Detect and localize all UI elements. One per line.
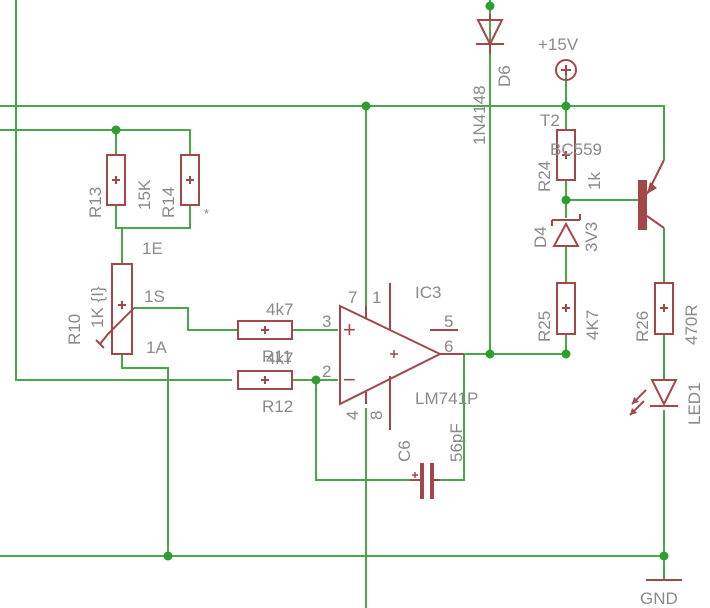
r12-value-label: 4k7 <box>266 349 293 368</box>
ic3-part-label: LM741P <box>415 389 478 408</box>
wire-wiper-to-r11 <box>134 307 238 331</box>
zener-d4: D4 3V3 <box>531 214 601 252</box>
r26-name-label: R26 <box>633 311 652 342</box>
junction-dot <box>163 551 173 561</box>
r26-value-label: 470R <box>682 304 701 345</box>
pin-2-label: 2 <box>322 362 331 381</box>
r11-value-label: 4k7 <box>266 300 293 319</box>
junction-dot <box>561 195 571 205</box>
d6-part-label: 1N4148 <box>470 85 489 145</box>
junction-dot <box>311 375 321 385</box>
d4-name-label: D4 <box>531 226 550 248</box>
junction-dot <box>111 125 121 135</box>
opamp-minus-input: − <box>343 367 356 392</box>
wire-r13-r14-top <box>0 129 191 155</box>
junction-dot <box>659 551 669 561</box>
junction-dot <box>485 1 495 11</box>
resistor-r26: R26 470R <box>633 282 701 345</box>
resistor-r24: R24 1k <box>535 129 604 192</box>
pin-6-label: 6 <box>444 337 453 356</box>
r10-value-label: 1K {I} <box>88 286 107 328</box>
wire-r13-r14-bottom <box>115 205 191 264</box>
r24-name-label: R24 <box>535 161 554 192</box>
r10-pin-e-label: 1E <box>142 239 163 258</box>
r12-name-label: R12 <box>262 397 293 416</box>
pin-4-label: 4 <box>343 411 362 420</box>
potentiometer-r10: R10 1K {I} 1E 1S 1A <box>65 239 167 357</box>
pin-3-label: 3 <box>322 312 331 331</box>
r24-value-label: 1k <box>585 172 604 190</box>
r13-name-label: R13 <box>86 187 105 218</box>
r25-value-label: 4K7 <box>583 310 602 340</box>
r14-value-label: * <box>204 206 209 221</box>
t2-part-label: BC559 <box>550 140 602 159</box>
diode-d6: 1N4148 D6 <box>470 14 514 145</box>
opamp-ic3: + − IC3 LM741P 7 1 5 3 2 6 4 8 <box>322 283 478 430</box>
resistor-r12: 4k7 R12 <box>237 349 293 416</box>
ground-symbol: GND <box>640 579 682 608</box>
junction-dot <box>561 349 571 359</box>
wire-r24-d4-r25 <box>565 75 640 354</box>
opamp-plus-input: + <box>343 317 356 342</box>
transistor-t2: T2 BC559 <box>540 111 665 230</box>
pin-1-label: 1 <box>372 288 381 307</box>
t2-name-label: T2 <box>540 111 560 130</box>
r10-pin-a-label: 1A <box>146 338 167 357</box>
junctions <box>111 1 669 561</box>
wires <box>0 0 665 608</box>
resistor-r11: 4k7 R11 <box>237 300 293 366</box>
led-led1: LED1 <box>629 379 704 425</box>
wire-feedback-c6 <box>315 354 465 481</box>
r10-name-label: R10 <box>65 314 84 345</box>
c6-value-label: 56pF <box>447 423 466 462</box>
d4-value-label: 3V3 <box>582 222 601 252</box>
pin-8-label: 8 <box>367 411 386 420</box>
resistor-r13: R13 15K <box>86 154 154 218</box>
r13-value-label: 15K <box>135 179 154 210</box>
supply-15v: +15V <box>538 35 579 81</box>
c6-name-label: C6 <box>395 440 414 462</box>
junction-dot <box>361 101 371 111</box>
wire-left-rail <box>15 0 232 381</box>
capacitor-c6: C6 56pF <box>395 423 466 499</box>
pin-5-label: 5 <box>444 312 453 331</box>
junction-dot <box>485 349 495 359</box>
d6-name-label: D6 <box>495 65 514 87</box>
r10-pin-s-label: 1S <box>144 287 165 306</box>
resistor-r25: R25 4K7 <box>535 282 602 342</box>
led1-name-label: LED1 <box>685 382 704 425</box>
r14-name-label: R14 <box>159 187 178 218</box>
resistor-r14: R14 * <box>159 154 209 221</box>
pin-7-label: 7 <box>348 288 357 307</box>
wire-r10-1a-to-gnd <box>121 354 169 556</box>
vcc-label: +15V <box>538 35 579 54</box>
wire-top-rail <box>0 105 665 160</box>
gnd-label: GND <box>640 589 678 608</box>
ic3-name-label: IC3 <box>415 283 441 302</box>
r25-name-label: R25 <box>535 311 554 342</box>
junction-dot <box>561 101 571 111</box>
r11-name-label: R11 <box>262 347 292 366</box>
